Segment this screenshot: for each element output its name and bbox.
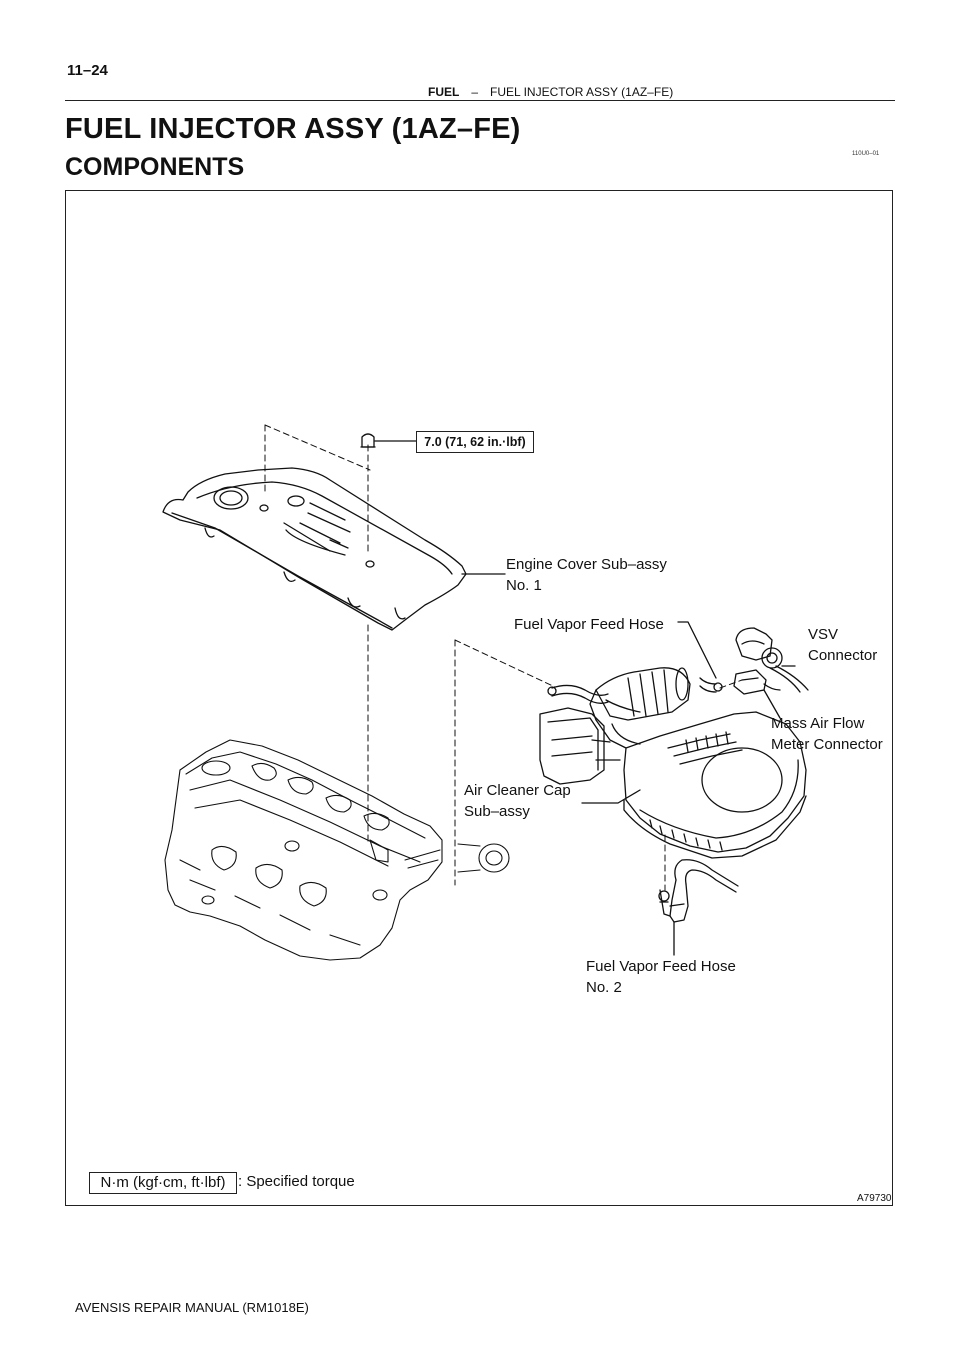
- figure-id: A79730: [857, 1193, 892, 1204]
- page-footer: AVENSIS REPAIR MANUAL (RM1018E): [75, 1300, 309, 1315]
- air-cleaner-label-line1: Air Cleaner Cap: [464, 782, 571, 799]
- engine-cover-label-line1: Engine Cover Sub–assy: [506, 556, 667, 573]
- section-subtitle: COMPONENTS: [65, 153, 245, 181]
- fuel-vapor-hose-2: [658, 859, 739, 923]
- vsv-label-line1: VSV: [808, 626, 839, 643]
- header-rule: [65, 100, 895, 101]
- fuel-vapor-hose: [547, 677, 723, 704]
- header-title: FUEL INJECTOR ASSY (1AZ–FE): [490, 85, 674, 99]
- fuel-vapor-hose-leader: [677, 621, 717, 679]
- torque-spec-box: 7.0 (71, 62 in.·lbf): [416, 431, 534, 453]
- fuel-vapor-hose-2-label-line1: Fuel Vapor Feed Hose: [586, 958, 736, 975]
- fuel-vapor-hose-label: Fuel Vapor Feed Hose: [514, 614, 664, 635]
- maf-leader: [763, 689, 781, 719]
- air-cleaner-cap-label: Air Cleaner Cap Sub–assy: [464, 780, 571, 822]
- torque-legend-box: N·m (kgf·cm, ft·lbf): [89, 1172, 237, 1194]
- maf-connector: [733, 669, 781, 695]
- header-section: FUEL: [428, 85, 460, 99]
- page-number: 11–24: [67, 62, 108, 79]
- maf-connector-label: Mass Air Flow Meter Connector: [771, 713, 883, 755]
- fuel-vapor-hose-2-label-line2: No. 2: [586, 979, 622, 996]
- cover-bolt: [360, 433, 376, 448]
- document-code: 110U0–01: [852, 151, 880, 157]
- torque-legend-text: : Specified torque: [238, 1173, 355, 1190]
- fuel-vapor-hose-label-line1: Fuel Vapor Feed Hose: [514, 616, 664, 633]
- engine-cover-label-line2: No. 1: [506, 577, 542, 594]
- page-title: FUEL INJECTOR ASSY (1AZ–FE): [65, 113, 521, 145]
- fuel-vapor-hose-2-label: Fuel Vapor Feed Hose No. 2: [586, 956, 736, 998]
- air-cleaner-leader: [581, 789, 641, 804]
- air-cleaner-cap: [539, 707, 807, 859]
- header-dash: –: [471, 85, 479, 99]
- vsv-connector-label: VSV Connector: [808, 624, 877, 666]
- vsv-connector: [735, 627, 809, 693]
- figure-frame: [65, 190, 893, 1206]
- engine-cover: [162, 467, 467, 631]
- air-cleaner-label-line2: Sub–assy: [464, 803, 530, 820]
- maf-label-line1: Mass Air Flow: [771, 715, 865, 732]
- assembly-guide-lines: [264, 424, 743, 891]
- engine-block: [164, 739, 510, 961]
- intake-duct: [589, 667, 691, 749]
- engine-cover-label: Engine Cover Sub–assy No. 1: [506, 554, 667, 596]
- maf-label-line2: Meter Connector: [771, 736, 883, 753]
- running-header: FUEL–FUEL INJECTOR ASSY (1AZ–FE): [428, 85, 673, 99]
- vsv-label-line2: Connector: [808, 647, 878, 664]
